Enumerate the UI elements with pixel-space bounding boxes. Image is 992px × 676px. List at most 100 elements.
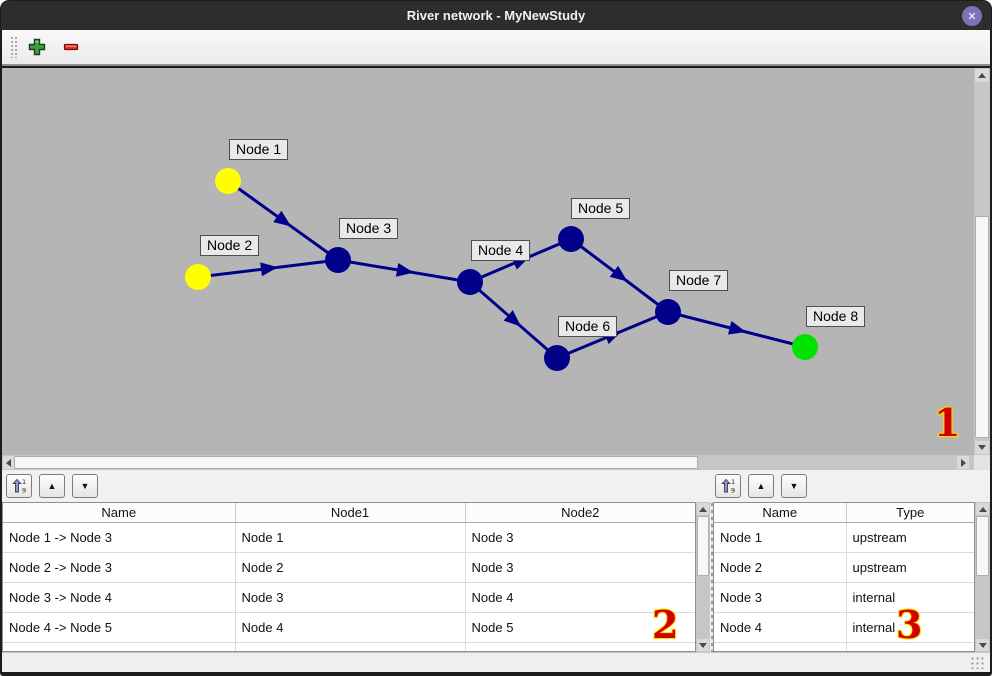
triangle-down-icon bbox=[978, 642, 987, 648]
triangle-right-icon bbox=[960, 458, 966, 467]
node-label[interactable]: Node 4 bbox=[471, 240, 531, 261]
river-node[interactable] bbox=[185, 264, 211, 290]
scroll-up-button[interactable] bbox=[697, 503, 709, 515]
triangle-up-icon bbox=[978, 73, 986, 78]
triangle-up-icon bbox=[978, 506, 987, 512]
triangle-left-icon bbox=[6, 458, 11, 467]
table-cell[interactable]: Node 5 bbox=[465, 612, 695, 643]
node-label[interactable]: Node 5 bbox=[571, 198, 631, 219]
table-cell[interactable]: Node 4 bbox=[235, 612, 466, 643]
node-label[interactable]: Node 3 bbox=[339, 218, 399, 239]
up-arrow-icon: ▲ bbox=[756, 481, 766, 491]
flow-arrow-icon bbox=[260, 262, 278, 277]
column-header[interactable]: Node1 bbox=[235, 503, 466, 523]
river-network-diagram bbox=[185, 168, 818, 371]
column-header[interactable]: Name bbox=[714, 503, 847, 523]
table-cell[interactable]: Node 1 -> Node 3 bbox=[3, 522, 236, 553]
vertical-scroll-thumb[interactable] bbox=[976, 516, 989, 576]
down-arrow-icon: ▼ bbox=[80, 481, 90, 491]
toolbar-grip[interactable] bbox=[10, 36, 17, 58]
node-label[interactable]: Node 1 bbox=[229, 139, 289, 160]
nodes-sort-button[interactable]: 1 9 bbox=[715, 474, 741, 498]
table-cell[interactable]: Node 1 bbox=[235, 522, 466, 553]
main-toolbar bbox=[2, 30, 990, 66]
table-cell[interactable]: upstream bbox=[846, 552, 974, 583]
add-button[interactable] bbox=[24, 34, 50, 60]
river-node[interactable] bbox=[558, 226, 584, 252]
svg-text:1: 1 bbox=[22, 478, 26, 486]
table-cell[interactable]: Node 2 -> Node 3 bbox=[3, 552, 236, 583]
svg-text:9: 9 bbox=[731, 487, 735, 495]
table-cell[interactable]: internal bbox=[846, 612, 974, 643]
links-move-up-button[interactable]: ▲ bbox=[39, 474, 65, 498]
triangle-down-icon bbox=[978, 445, 986, 450]
river-node[interactable] bbox=[457, 269, 483, 295]
node-label[interactable]: Node 2 bbox=[200, 235, 260, 256]
river-node[interactable] bbox=[215, 168, 241, 194]
empty-cell bbox=[3, 642, 236, 651]
node-label[interactable]: Node 8 bbox=[806, 306, 866, 327]
links-sort-button[interactable]: 1 9 bbox=[6, 474, 32, 498]
remove-button[interactable] bbox=[58, 34, 84, 60]
links-move-down-button[interactable]: ▼ bbox=[72, 474, 98, 498]
scroll-down-button[interactable] bbox=[975, 441, 989, 454]
titlebar: River network - MyNewStudy ✕ bbox=[1, 1, 991, 30]
scroll-up-button[interactable] bbox=[975, 69, 989, 82]
river-node[interactable] bbox=[544, 345, 570, 371]
resize-grip-icon[interactable] bbox=[970, 656, 986, 669]
scroll-down-button[interactable] bbox=[697, 639, 709, 651]
table-cell[interactable]: Node 3 bbox=[465, 522, 695, 553]
table-cell[interactable]: Node 2 bbox=[235, 552, 466, 583]
panel-splitter[interactable] bbox=[710, 502, 714, 652]
nodes-move-down-button[interactable]: ▼ bbox=[781, 474, 807, 498]
river-node[interactable] bbox=[655, 299, 681, 325]
table-cell[interactable]: internal bbox=[846, 582, 974, 613]
column-header[interactable]: Type bbox=[846, 503, 974, 523]
table-cell[interactable]: Node 1 bbox=[714, 522, 847, 553]
node-label[interactable]: Node 6 bbox=[558, 316, 618, 337]
table-cell[interactable]: Node 4 -> Node 5 bbox=[3, 612, 236, 643]
river-node[interactable] bbox=[792, 334, 818, 360]
flow-arrow-icon bbox=[395, 262, 414, 277]
scroll-down-button[interactable] bbox=[976, 639, 989, 651]
river-node[interactable] bbox=[325, 247, 351, 273]
table-cell[interactable]: Node 3 bbox=[235, 582, 466, 613]
horizontal-scroll-thumb[interactable] bbox=[14, 456, 698, 469]
table-cell[interactable]: Node 4 bbox=[714, 612, 847, 643]
nodes-move-up-button[interactable]: ▲ bbox=[748, 474, 774, 498]
table-cell[interactable]: Node 3 -> Node 4 bbox=[3, 582, 236, 613]
nodes-table-scrollbar[interactable] bbox=[975, 502, 990, 652]
column-header[interactable]: Name bbox=[3, 503, 236, 523]
table-cell[interactable]: Node 4 bbox=[465, 582, 695, 613]
canvas-vertical-scrollbar[interactable] bbox=[974, 68, 990, 455]
scroll-left-button[interactable] bbox=[3, 456, 14, 469]
node-label[interactable]: Node 7 bbox=[669, 270, 729, 291]
scroll-up-button[interactable] bbox=[976, 503, 989, 515]
plus-icon bbox=[28, 38, 46, 56]
table-cell[interactable]: Node 3 bbox=[714, 582, 847, 613]
table-cell[interactable]: upstream bbox=[846, 522, 974, 553]
column-header[interactable]: Node2 bbox=[465, 503, 695, 523]
vertical-scroll-thumb[interactable] bbox=[697, 516, 709, 576]
canvas-horizontal-scrollbar[interactable] bbox=[2, 455, 974, 470]
empty-row bbox=[714, 642, 974, 651]
table-cell[interactable]: Node 3 bbox=[465, 552, 695, 583]
close-button[interactable]: ✕ bbox=[962, 6, 982, 26]
links-table-scrollbar[interactable] bbox=[696, 502, 710, 652]
network-canvas[interactable]: Node 1 Node 2 Node 3 Node 4 Node 5 Node 6 Node… bbox=[2, 68, 974, 455]
vertical-scroll-thumb[interactable] bbox=[975, 216, 989, 438]
up-arrow-icon: ▲ bbox=[47, 481, 57, 491]
scroll-right-button[interactable] bbox=[957, 456, 969, 469]
table-cell[interactable]: Node 2 bbox=[714, 552, 847, 583]
